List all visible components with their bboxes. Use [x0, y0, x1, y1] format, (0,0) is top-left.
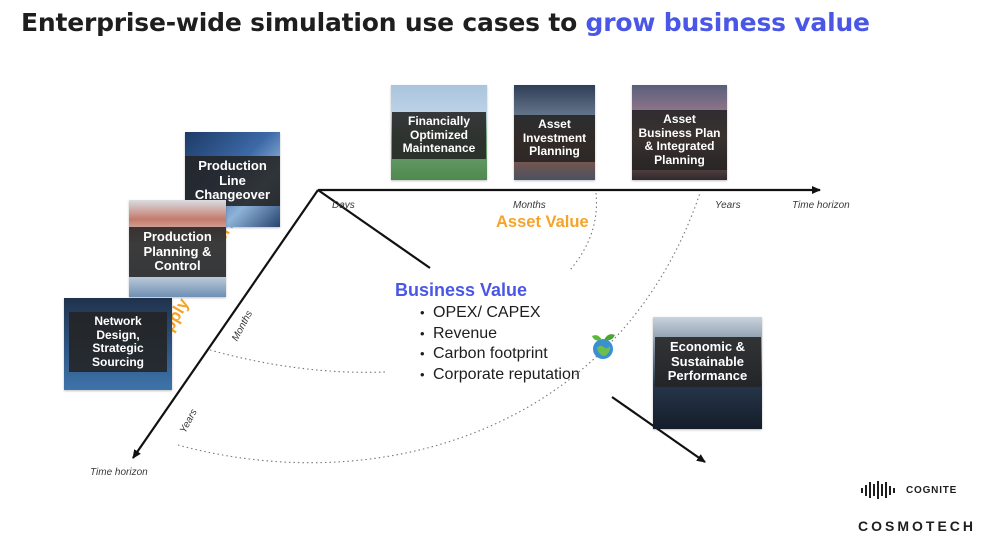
- axis-tick-days: Days: [332, 200, 355, 211]
- cognite-logo: COGNITE: [860, 481, 957, 499]
- list-item: Revenue: [420, 324, 580, 345]
- business-value-axis-upper: [317, 189, 431, 269]
- business-value-list: OPEX/ CAPEX Revenue Carbon footprint Cor…: [420, 303, 580, 385]
- list-item: Corporate reputation: [420, 365, 580, 386]
- tile-label: Asset Business Plan & Integrated Plannin…: [632, 110, 727, 171]
- list-item: Carbon footprint: [420, 344, 580, 365]
- list-item: OPEX/ CAPEX: [420, 303, 580, 324]
- business-value-axis-lower: [611, 396, 706, 463]
- tile-label: Network Design, Strategic Sourcing: [69, 312, 167, 373]
- tile-network-design: Network Design, Strategic Sourcing: [64, 298, 172, 390]
- cosmotech-logo: COSMOTECH: [858, 518, 976, 534]
- tile-financially-optimized-maintenance: Financially Optimized Maintenance: [391, 85, 487, 180]
- axis-end-label-diagonal: Time horizon: [90, 467, 148, 478]
- tile-asset-business-plan: Asset Business Plan & Integrated Plannin…: [632, 85, 727, 180]
- cognite-wordmark: COGNITE: [906, 484, 958, 496]
- page-title: Enterprise-wide simulation use cases to …: [21, 8, 870, 37]
- earth-leaf-icon: [592, 334, 615, 359]
- cognite-logo-icon: [861, 481, 895, 499]
- years-arc-outer: [177, 192, 701, 464]
- axis-end-label-horizontal: Time horizon: [792, 200, 850, 211]
- axis-tick-months: Months: [513, 200, 546, 211]
- tile-label: Financially Optimized Maintenance: [392, 112, 486, 159]
- title-prefix: Enterprise-wide simulation use cases to: [21, 8, 586, 37]
- tile-label: Production Planning & Control: [129, 227, 226, 278]
- asset-value-label: Asset Value: [496, 213, 589, 231]
- months-arc: [209, 349, 386, 373]
- tile-label: Economic & Sustainable Performance: [654, 337, 761, 388]
- axis-tick-years: Years: [715, 200, 741, 211]
- business-value-title: Business Value: [395, 280, 528, 300]
- tile-asset-investment-planning: Asset Investment Planning: [514, 85, 595, 180]
- tile-production-line-changeover: Production Line Changeover: [185, 132, 280, 227]
- title-highlight: grow business value: [585, 8, 870, 37]
- tile-label: Asset Investment Planning: [514, 115, 595, 162]
- tile-production-planning-control: Production Planning & Control: [129, 200, 226, 297]
- diagonal-axis: [132, 189, 319, 459]
- tile-economic-sustainable-performance: Economic & Sustainable Performance: [653, 317, 762, 429]
- tile-label: Production Line Changeover: [185, 156, 280, 207]
- asset-months-arc: [569, 192, 598, 271]
